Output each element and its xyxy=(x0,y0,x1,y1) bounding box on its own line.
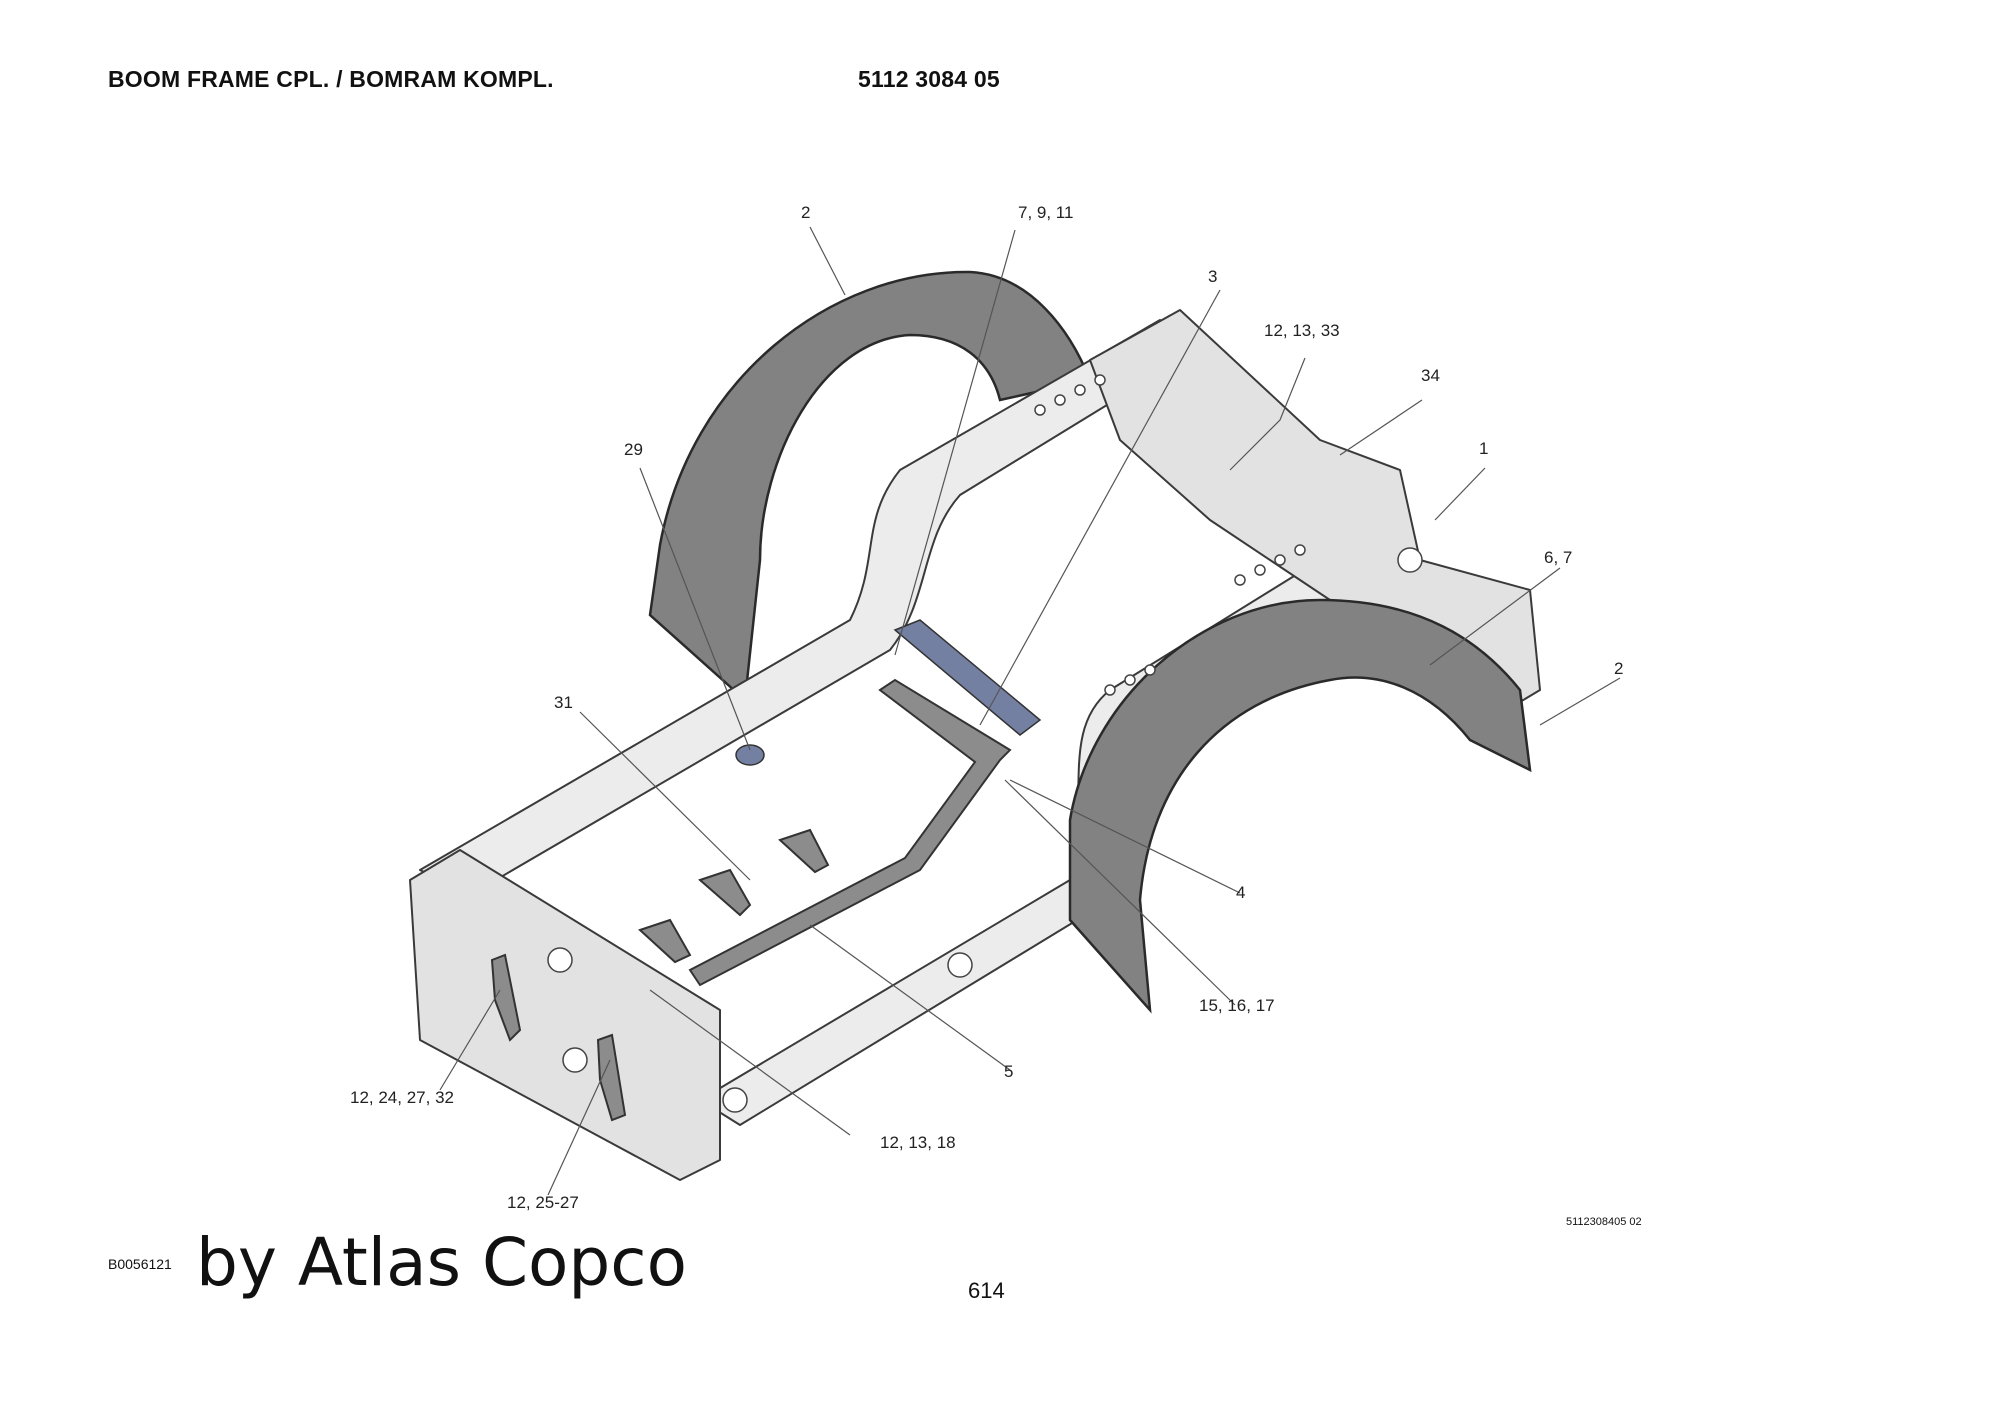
tow-hook-left xyxy=(490,953,522,1042)
callout-34: 34 xyxy=(1421,366,1440,385)
tube-part-31c xyxy=(638,918,692,964)
callout-5: 5 xyxy=(1004,1062,1013,1081)
frame-front-beam xyxy=(409,849,721,1181)
callout-3: 3 xyxy=(1208,267,1217,286)
callout-31: 31 xyxy=(554,693,573,712)
callout-12-25-27: 12, 25-27 xyxy=(507,1193,579,1212)
leader-lines xyxy=(439,226,1621,1196)
callout-4: 4 xyxy=(1236,883,1245,902)
brace-part-5 xyxy=(688,678,1012,987)
cap-part-29 xyxy=(735,744,765,766)
frame-holes xyxy=(547,374,1423,1113)
brand-text: by Atlas Copco xyxy=(196,1224,687,1301)
drawing-reference: 5112308405 02 xyxy=(1566,1216,1642,1228)
tube-part-31a xyxy=(698,868,752,917)
callout-29: 29 xyxy=(624,440,643,459)
tow-hook-right xyxy=(596,1033,627,1122)
fender-right xyxy=(1068,598,1532,1014)
b-code: B0056121 xyxy=(108,1256,172,1272)
callout-1: 1 xyxy=(1479,439,1488,458)
callout-12-13-18: 12, 13, 18 xyxy=(880,1133,956,1152)
tube-part-31b xyxy=(778,828,830,874)
callout-15-16-17: 15, 16, 17 xyxy=(1199,996,1275,1015)
frame-rear-structure xyxy=(1089,309,1541,721)
callout-12-13-33: 12, 13, 33 xyxy=(1264,321,1340,340)
bracket-part-7-9-11 xyxy=(893,619,1042,736)
page-title: BOOM FRAME CPL. / BOMRAM KOMPL. xyxy=(108,66,554,92)
callout-6-7: 6, 7 xyxy=(1544,548,1572,567)
callout-2-left: 2 xyxy=(801,203,810,222)
page-number: 614 xyxy=(968,1278,1005,1303)
callout-12-24-27-32: 12, 24, 27, 32 xyxy=(350,1088,454,1107)
part-number: 5112 3084 05 xyxy=(858,66,1000,92)
callout-7-9-11: 7, 9, 11 xyxy=(1018,203,1073,222)
callout-2-right: 2 xyxy=(1614,659,1623,678)
